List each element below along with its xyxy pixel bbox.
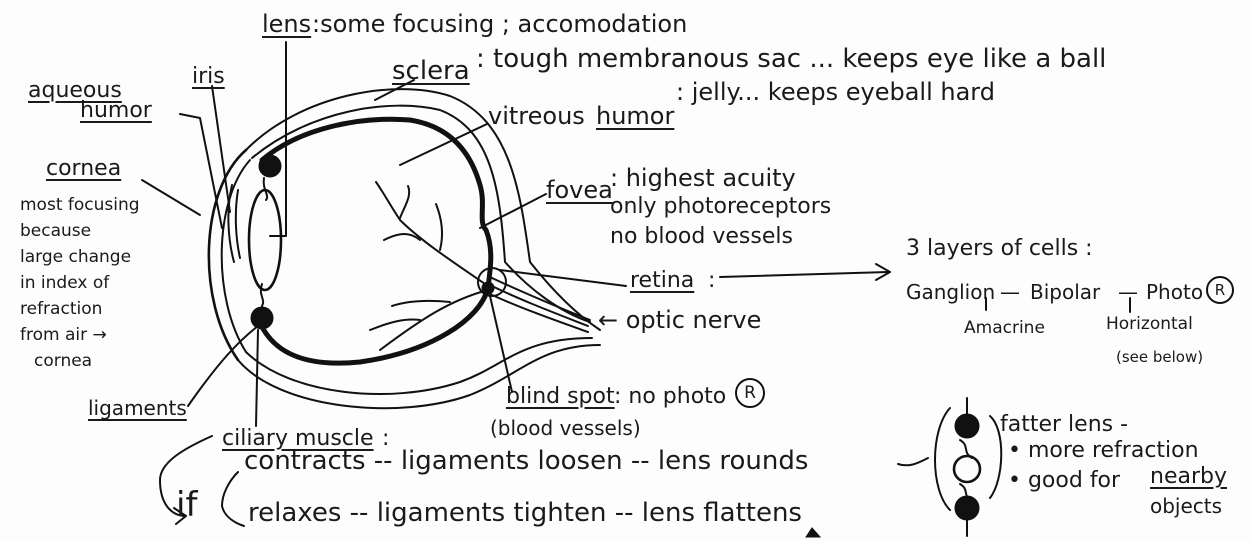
label-vitreous-humor: humor <box>596 104 674 128</box>
cells-title: 3 layers of cells : <box>906 238 1093 260</box>
separator: — <box>1118 282 1138 302</box>
optic-nerve-line <box>490 285 588 326</box>
lens-shape <box>249 190 281 290</box>
separator: — <box>1000 282 1020 302</box>
cell-bipolar: Bipolar <box>1030 282 1100 302</box>
fatter-lens: fatter lens - <box>1000 414 1128 436</box>
cornea-note: in index of <box>20 270 140 296</box>
fovea-note-2: no blood vessels <box>610 226 793 248</box>
blind-spot-note: (blood vessels) <box>490 418 641 438</box>
label-lens: lens <box>262 12 311 36</box>
blood-vessels <box>376 182 488 286</box>
cell-amacrine: Amacrine <box>964 320 1045 337</box>
more-refraction: • more refraction <box>1008 440 1199 462</box>
fovea-note-1: only photoreceptors <box>610 196 831 218</box>
label-lens-desc: :some focusing ; accomodation <box>312 12 687 36</box>
if-label: if <box>176 488 197 522</box>
objects-word: objects <box>1150 496 1222 516</box>
label-retina: retina <box>630 270 694 292</box>
cornea-note: because <box>20 218 140 244</box>
label-fovea: fovea <box>546 178 613 202</box>
label-sclera: sclera <box>392 58 470 84</box>
label-aqueous-humor: humor <box>80 100 152 122</box>
label-blind-spot-desc: : no photo <box>614 386 726 408</box>
retina-arrow <box>720 272 888 277</box>
cornea-notes: most focusing because large change in in… <box>20 192 140 374</box>
label-optic-nerve: ← optic nerve <box>598 308 761 332</box>
ciliary-top <box>259 155 281 177</box>
label-fovea-desc: : highest acuity <box>610 166 796 190</box>
ciliary-relaxes: relaxes -- ligaments tighten -- lens fla… <box>248 500 802 526</box>
cornea-note: refraction <box>20 296 140 322</box>
cornea-note: most focusing <box>20 192 140 218</box>
receptor-symbol: R <box>1206 276 1234 304</box>
cornea-note: from air → <box>20 322 140 348</box>
cornea-note: cornea <box>20 348 140 374</box>
label-sclera-desc: : tough membranous sac ... keeps eye lik… <box>476 46 1106 72</box>
cornea-line <box>209 150 246 360</box>
label-blind-spot: blind spot <box>506 386 615 408</box>
label-cornea: cornea <box>46 158 121 180</box>
see-below: (see below) <box>1116 350 1203 365</box>
label-iris: iris <box>192 66 225 88</box>
label-ligaments: ligaments <box>88 398 187 418</box>
ciliary-contracts: contracts -- ligaments loosen -- lens ro… <box>244 448 808 474</box>
receptor-symbol: R <box>735 378 765 408</box>
cell-horizontal: Horizontal <box>1106 316 1193 333</box>
label-vitreous: vitreous <box>488 104 585 128</box>
label-vitreous-desc: : jelly... keeps eyeball hard <box>676 80 995 104</box>
label-retina-colon: : <box>708 270 715 292</box>
good-for: • good for <box>1008 470 1120 492</box>
retina-line <box>258 119 491 363</box>
ciliary-bottom <box>251 307 273 329</box>
cornea-note: large change <box>20 244 140 270</box>
cell-ganglion: Ganglion <box>906 282 995 302</box>
cell-photo: Photo <box>1146 282 1203 302</box>
nearby-word: nearby <box>1150 466 1227 488</box>
